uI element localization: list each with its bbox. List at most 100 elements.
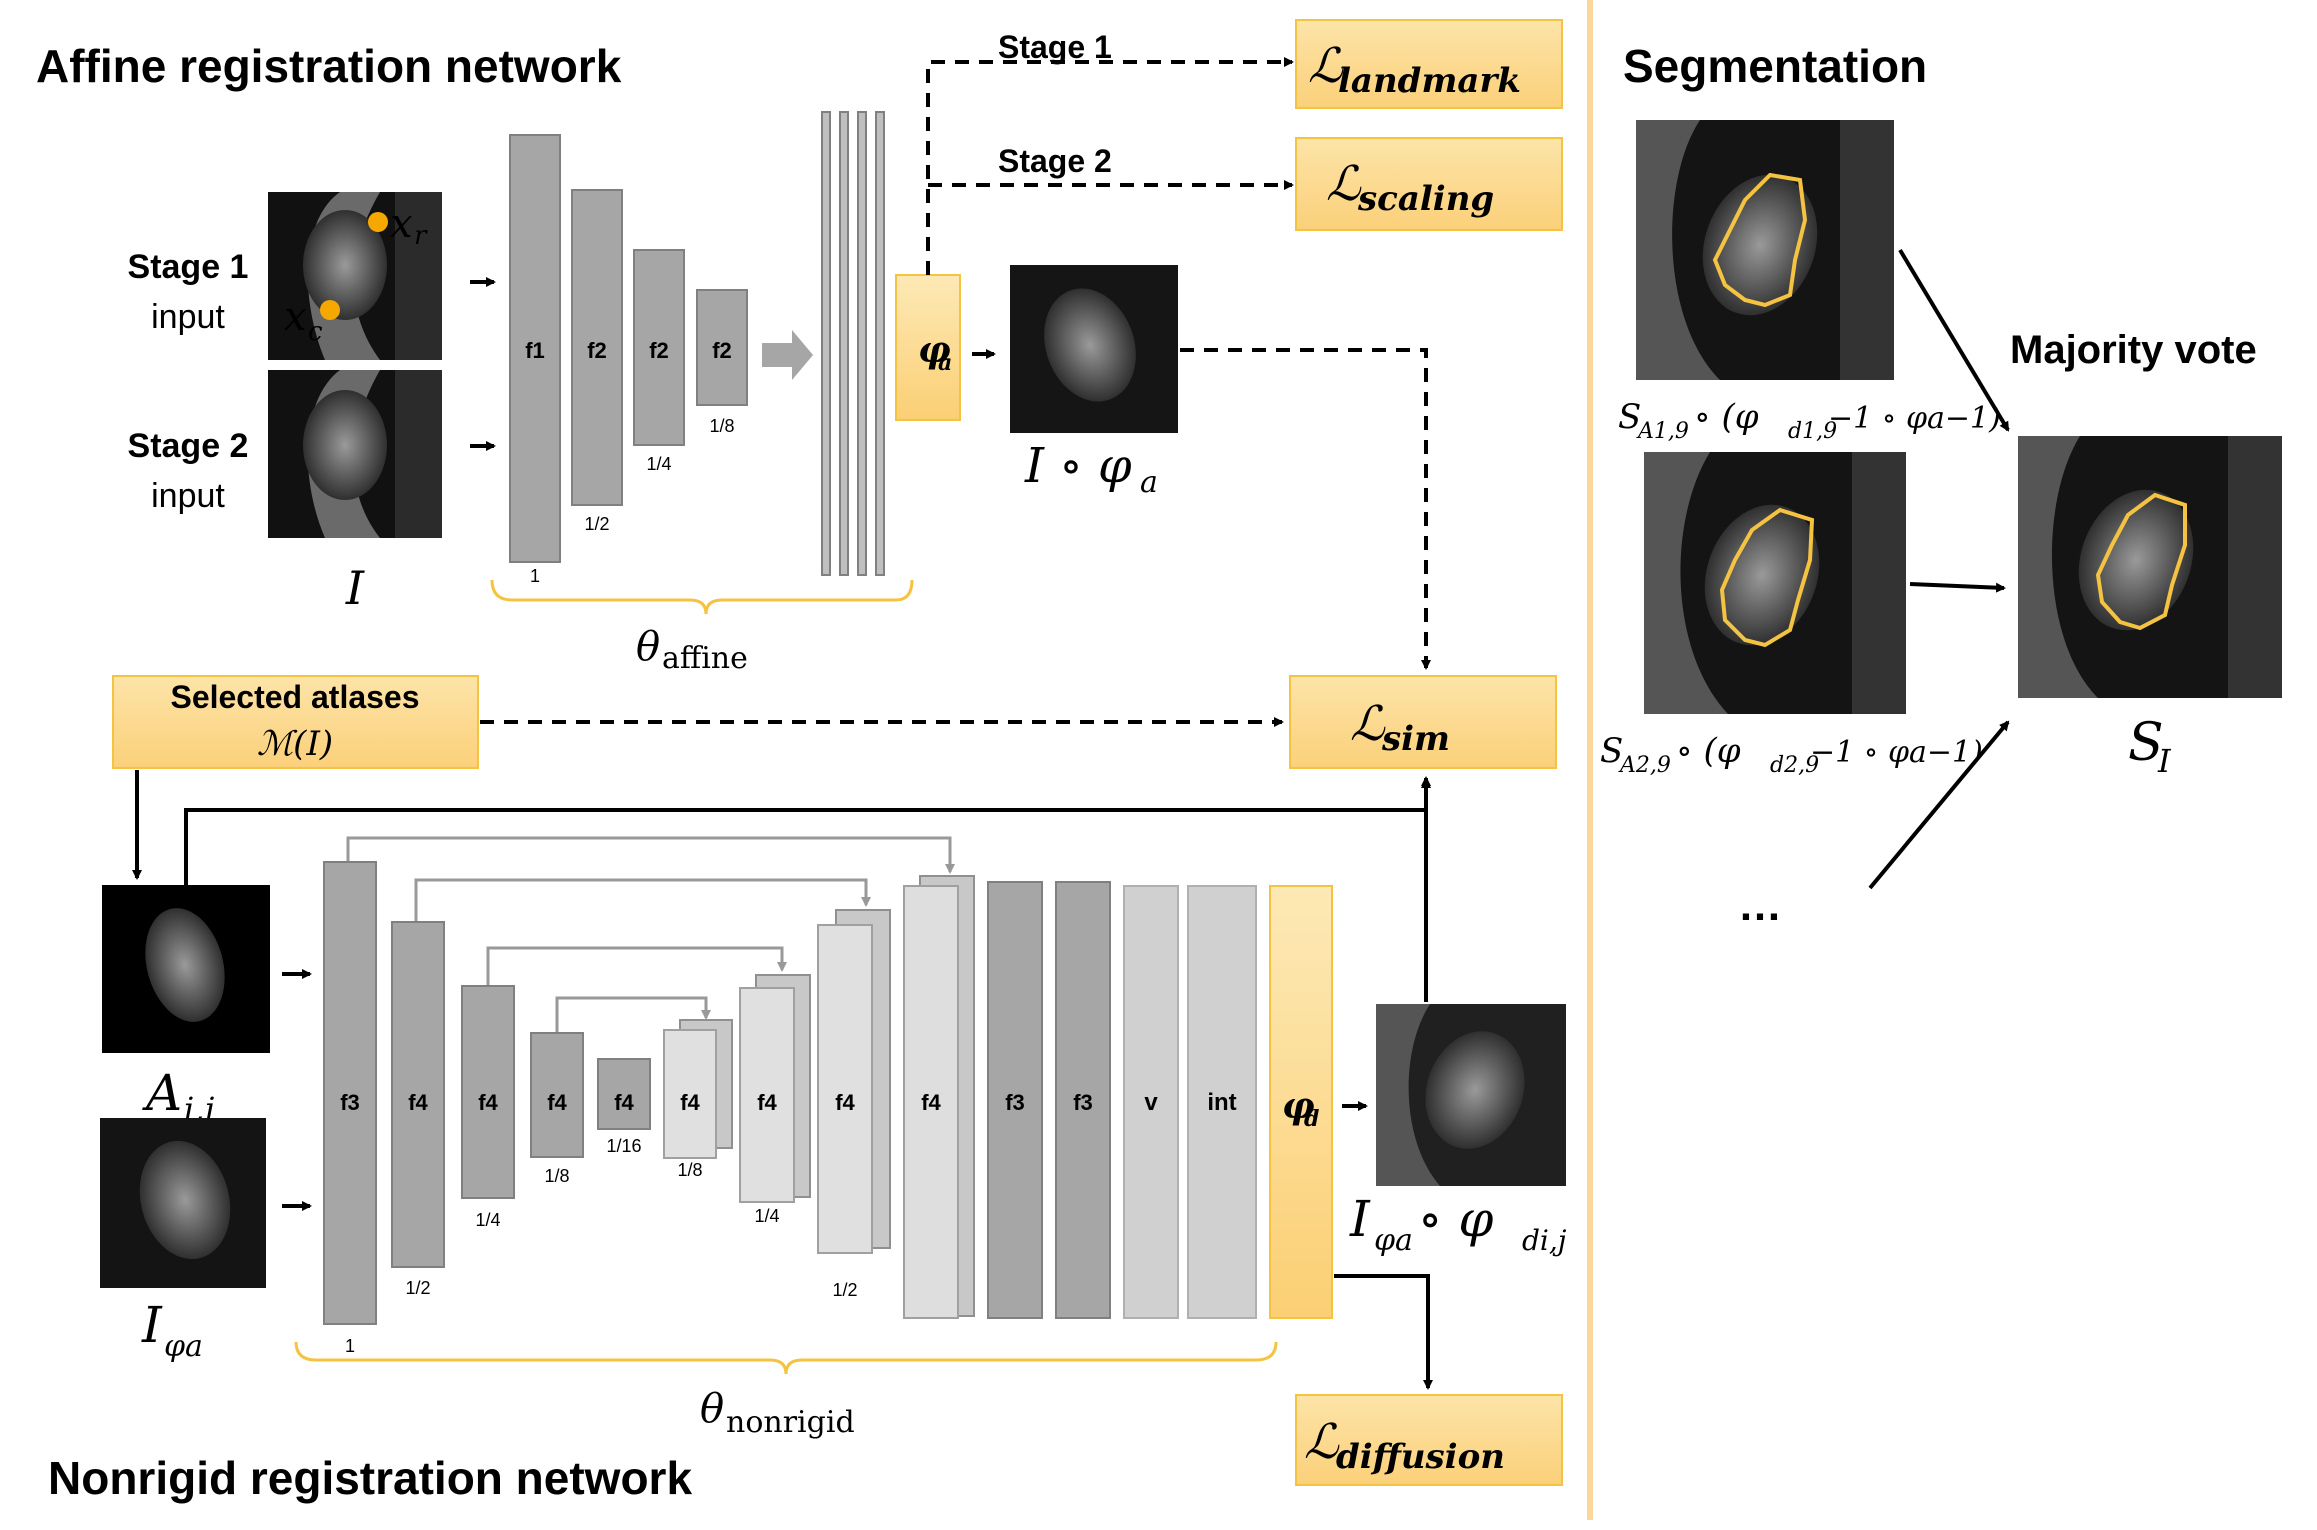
flatten-arrow bbox=[762, 330, 813, 380]
svg-text:φ: φ bbox=[1282, 1085, 1315, 1127]
nonrigid-encoder-block-3: f4 bbox=[461, 985, 515, 1199]
theta-nonrigid-symbol: θ bbox=[700, 1386, 724, 1432]
nonrigid-output-subscript: φa bbox=[1374, 1223, 1413, 1258]
encoder-scale-1: 1 bbox=[345, 1336, 355, 1356]
svg-text:f4: f4 bbox=[547, 1090, 567, 1115]
theta-affine-symbol: θ bbox=[636, 624, 660, 670]
affine-heading: Affine registration network bbox=[36, 40, 622, 92]
svg-text:diffusion: diffusion bbox=[1336, 1437, 1505, 1477]
segmentation-atlas-2-image bbox=[1644, 452, 1906, 714]
encoder-scale-2: 1/2 bbox=[405, 1278, 430, 1298]
affine-output-image bbox=[1010, 265, 1178, 433]
phi-d-to-diffusion-arrow bbox=[1334, 1274, 1433, 1390]
encoder-scale-5: 1/16 bbox=[606, 1136, 641, 1156]
stage1-title: Stage 1 bbox=[128, 248, 249, 286]
segmentation-heading: Segmentation bbox=[1623, 40, 1927, 92]
atlas-1-to-vote-arrow bbox=[1898, 248, 2010, 432]
loss-sim-box: ℒ sim bbox=[1289, 675, 1557, 769]
svg-text:f3: f3 bbox=[1005, 1090, 1025, 1115]
stage2-title: Stage 2 bbox=[128, 427, 249, 465]
svg-text:d2,9: d2,9 bbox=[1770, 753, 1819, 778]
svg-text:f4: f4 bbox=[835, 1090, 855, 1115]
input-image-label: I bbox=[345, 561, 365, 615]
svg-text:ℒ: ℒ bbox=[1308, 38, 1344, 94]
nonrigid-encoder-block-1: f3 bbox=[323, 861, 377, 1325]
theta-affine-brace bbox=[490, 579, 914, 615]
theta-affine-subscript: affine bbox=[662, 641, 748, 676]
nonrigid-output-compose-subscript: di,j bbox=[1522, 1224, 1567, 1257]
svg-text:f4: f4 bbox=[680, 1090, 700, 1115]
warped-input-subscript: φa bbox=[164, 1329, 203, 1364]
stage2-input-image bbox=[268, 370, 442, 538]
svg-text:Selected atlases: Selected atlases bbox=[170, 679, 419, 715]
svg-text:S: S bbox=[1600, 731, 1623, 771]
svg-text:f4: f4 bbox=[757, 1090, 777, 1115]
svg-text:scaling: scaling bbox=[1357, 179, 1494, 219]
stage1-arrow-label: Stage 1 bbox=[998, 29, 1112, 65]
segmentation-result-subscript: I bbox=[2157, 742, 2172, 780]
svg-text:v: v bbox=[1144, 1089, 1158, 1116]
svg-text:f4: f4 bbox=[921, 1090, 941, 1115]
fc-layers bbox=[821, 111, 885, 576]
affine-scale-4: 1/8 bbox=[709, 416, 734, 436]
svg-text:a: a bbox=[938, 350, 952, 376]
svg-text:f3: f3 bbox=[1073, 1090, 1093, 1115]
segmentation-result-label: S bbox=[2128, 713, 2164, 773]
svg-text:d: d bbox=[1304, 1106, 1319, 1132]
velocity-block: v bbox=[1123, 885, 1179, 1319]
more-atlases-ellipsis: … bbox=[1738, 881, 1782, 930]
loss-diffusion-box: ℒ diffusion bbox=[1295, 1394, 1563, 1486]
atlas-2-to-vote-arrow bbox=[1909, 582, 2006, 593]
nonrigid-output-image bbox=[1376, 1004, 1566, 1186]
nonrigid-decoder-block-2: f4 bbox=[739, 974, 811, 1203]
theta-nonrigid-subscript: nonrigid bbox=[726, 1405, 855, 1440]
svg-text:∘ (φ: ∘ (φ bbox=[1676, 731, 1741, 771]
nonrigid-decoder-block-3: f4 bbox=[817, 909, 891, 1254]
svg-text:ℒ: ℒ bbox=[1350, 696, 1386, 752]
nonrigid-output-compose: ∘ φ bbox=[1418, 1190, 1493, 1248]
more-atlases-to-vote-arrow bbox=[1868, 720, 2010, 890]
loss-scaling-box: ℒ scaling bbox=[1295, 137, 1563, 231]
affine-scale-1: 1 bbox=[530, 566, 540, 586]
nonrigid-encoder-block-5: f4 bbox=[597, 1058, 651, 1130]
xr-subscript: r bbox=[414, 221, 428, 251]
affine-output-subscript: a bbox=[1140, 465, 1158, 500]
svg-text:ℒ: ℒ bbox=[1304, 1414, 1340, 1470]
svg-text:f3: f3 bbox=[340, 1090, 360, 1115]
svg-text:f2: f2 bbox=[587, 338, 607, 363]
svg-text:−1 ∘ φa−1): −1 ∘ φa−1) bbox=[1828, 401, 2001, 436]
svg-text:sim: sim bbox=[1381, 719, 1450, 759]
affine-block-1: f1 bbox=[509, 134, 561, 563]
nonrigid-decoder-block-6: f3 bbox=[1055, 881, 1111, 1319]
decoder-scale-1: 1/8 bbox=[677, 1160, 702, 1180]
output-to-sim-arrow bbox=[1180, 348, 1431, 670]
svg-text:φ: φ bbox=[918, 329, 951, 371]
svg-text:d1,9: d1,9 bbox=[1788, 419, 1837, 444]
svg-text:f1: f1 bbox=[525, 338, 545, 363]
xr-label: x bbox=[390, 201, 413, 247]
nonrigid-output-label: I bbox=[1349, 1190, 1371, 1248]
affine-scale-3: 1/4 bbox=[646, 454, 671, 474]
majority-vote-result-image bbox=[2018, 436, 2282, 698]
nonrigid-encoder-block-4: f4 bbox=[530, 1032, 584, 1158]
xc-subscript: c bbox=[308, 317, 323, 347]
affine-warped-image bbox=[100, 1118, 266, 1288]
svg-text:f4: f4 bbox=[478, 1090, 498, 1115]
encoder-scale-3: 1/4 bbox=[475, 1210, 500, 1230]
selected-atlases-box: Selected atlases ℳ(I) bbox=[112, 675, 479, 769]
integration-block: int bbox=[1187, 885, 1257, 1319]
atlas-label: A bbox=[142, 1064, 182, 1122]
encoder-scale-4: 1/8 bbox=[544, 1166, 569, 1186]
warped-input-label: I bbox=[141, 1296, 163, 1354]
affine-scale-2: 1/2 bbox=[584, 514, 609, 534]
affine-output-label: I ∘ φ bbox=[1024, 438, 1132, 494]
nonrigid-heading: Nonrigid registration network bbox=[48, 1452, 692, 1504]
svg-text:int: int bbox=[1207, 1089, 1236, 1116]
stage2-arrow-label: Stage 2 bbox=[998, 143, 1112, 179]
svg-text:f2: f2 bbox=[712, 338, 732, 363]
segmentation-atlas-2-label: S A2,9 ∘ (φ d2,9 −1 ∘ φa−1) bbox=[1600, 731, 1983, 778]
svg-text:f4: f4 bbox=[408, 1090, 428, 1115]
majority-vote-heading: Majority vote bbox=[2010, 328, 2257, 372]
skip-connections bbox=[346, 836, 955, 1033]
